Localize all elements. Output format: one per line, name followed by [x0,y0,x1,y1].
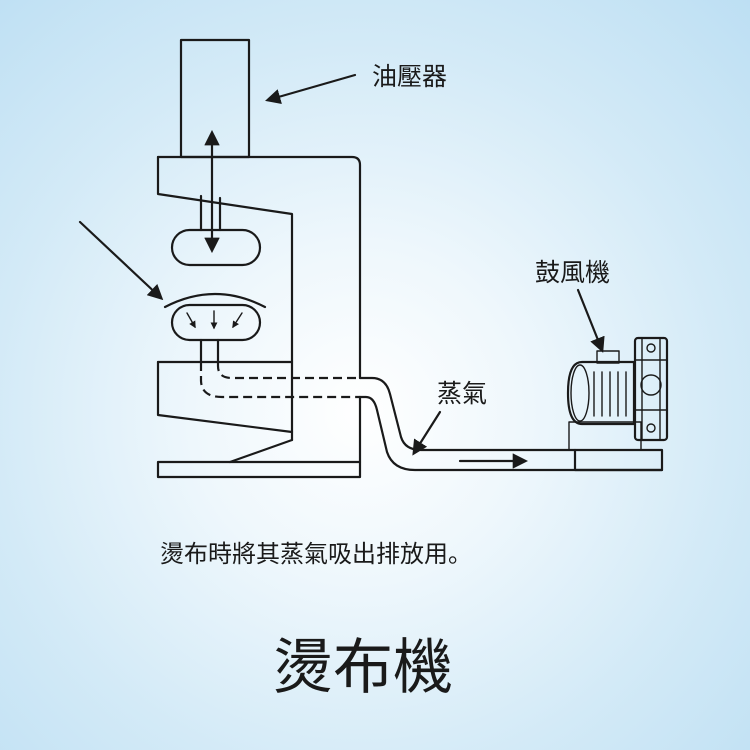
press-frame-top-right [156,155,362,380]
hydraulic-pointer-arrow [265,73,357,104]
motor-end-cap [570,364,590,422]
caption: 燙布時將其蒸氣吸出排放用。 [160,540,472,568]
fan-bolt [646,343,656,353]
upper-press-pad [170,228,262,267]
suction-arrow-right [232,312,243,329]
hydraulic-label: 油壓器 [372,62,447,91]
fan-bolt [646,423,656,433]
suction-arrow-left [186,312,196,329]
hidden-pipe-upper [216,362,360,380]
steam-pointer-arrow [412,410,442,456]
press-base [156,460,362,479]
fabric-arc [163,293,267,309]
page-title: 燙布機 [273,633,453,703]
press-brace [228,438,294,464]
fan-hub [640,374,662,396]
exhaust-pipe-bottom [358,395,664,472]
fan-housing [633,336,669,442]
hydraulic-cylinder [179,38,251,159]
blower-platform [573,448,664,472]
press-lower-jaw [156,360,294,434]
blower-motor [566,360,636,426]
steam-label: 蒸氣 [437,379,487,408]
blower-pointer-arrow [576,288,605,353]
motor-terminal-box [596,350,620,364]
hidden-pipe-lower [199,362,360,399]
press-upper-arm [156,155,294,442]
lower-press-pad [170,303,262,342]
blower-foot [568,421,642,451]
blower-label: 鼓風機 [535,258,610,287]
steam-input-arrow [78,220,164,301]
